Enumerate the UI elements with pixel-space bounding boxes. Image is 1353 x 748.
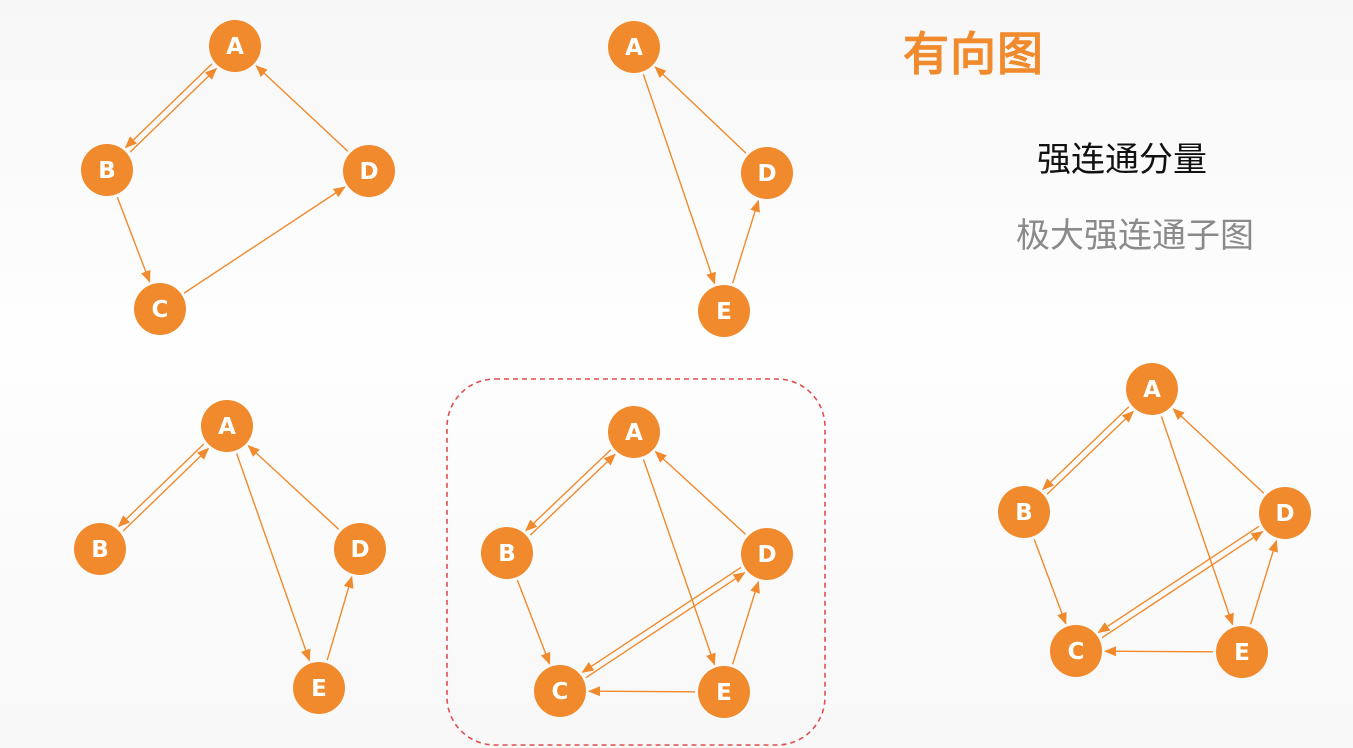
graph-4-edge-A-to-E bbox=[642, 459, 716, 666]
graph-4-node-E-label: E bbox=[716, 680, 732, 706]
graph-5-edge-E-to-D bbox=[1249, 539, 1278, 625]
graph-3-edge-E-to-D bbox=[326, 575, 354, 661]
graph-4-edge-B-to-C bbox=[516, 579, 551, 665]
graph-1-node-A-circle bbox=[209, 20, 261, 72]
graph-4-node-B: B bbox=[481, 527, 533, 579]
graph-4-node-D-label: D bbox=[757, 542, 776, 568]
graph-3-node-E-label: E bbox=[311, 676, 327, 702]
graph-4-node-D: D bbox=[741, 528, 793, 580]
graph-3-node-D-circle bbox=[334, 523, 386, 575]
graph-2-node-D: D bbox=[741, 147, 793, 199]
graph-1-node-A: A bbox=[209, 20, 261, 72]
graph-5-node-E-label: E bbox=[1234, 640, 1250, 666]
graph-4-node-A-circle bbox=[608, 406, 660, 458]
graph-5-node-B-circle bbox=[998, 486, 1050, 538]
graph-2-edge-D-to-A bbox=[654, 66, 747, 154]
graph-4-edge-A-to-B bbox=[525, 449, 612, 532]
graph-3-node-E-circle bbox=[293, 662, 345, 714]
graph-2-node-E: E bbox=[698, 285, 750, 337]
graph-3-node-E: E bbox=[293, 662, 345, 714]
graph-4-node-D-circle bbox=[741, 528, 793, 580]
graph-5-edge-A-to-B bbox=[1041, 406, 1130, 491]
graph-1-node-D-circle bbox=[343, 145, 395, 197]
graph-5-node-C-circle bbox=[1050, 625, 1102, 677]
graph-1-node-C-circle bbox=[134, 283, 186, 335]
graph-4-edge-E-to-D bbox=[731, 580, 760, 665]
graph-2-edge-E-to-D bbox=[731, 199, 760, 284]
graph-1-edge-C-to-D bbox=[183, 186, 346, 294]
graph-4-node-E-circle bbox=[698, 666, 750, 718]
graph-2-node-D-label: D bbox=[757, 161, 776, 187]
graph-5-node-D-circle bbox=[1259, 487, 1311, 539]
graph-2-node-E-label: E bbox=[716, 299, 732, 325]
graph-2-node-A-label: A bbox=[625, 35, 643, 61]
graph-3-node-B-label: B bbox=[91, 537, 109, 563]
graph-2-node-D-circle bbox=[741, 147, 793, 199]
graph-1-node-D: D bbox=[343, 145, 395, 197]
graph-3-edge-A-to-B bbox=[117, 443, 205, 528]
graph-3-node-A: A bbox=[201, 400, 253, 452]
graph-5-node-A: A bbox=[1126, 363, 1178, 415]
graph-5-node-C: C bbox=[1050, 625, 1102, 677]
graph-4-node-A: A bbox=[608, 406, 660, 458]
graph-2-node-A: A bbox=[608, 21, 660, 73]
title-strongly-connected-component: 强连通分量 bbox=[1037, 140, 1207, 180]
graph-4-node-A-label: A bbox=[625, 420, 643, 446]
graph-4-edge-D-to-A bbox=[654, 450, 747, 535]
graph-4-edge-C-to-D bbox=[585, 572, 746, 679]
graph-2-node-E-circle bbox=[698, 285, 750, 337]
graph-1-node-C-label: C bbox=[152, 297, 169, 323]
graph-5-edge-D-to-A bbox=[1172, 408, 1265, 494]
graph-3-edge-A-to-E bbox=[235, 453, 311, 662]
graph-5-edge-E-to-C bbox=[1104, 646, 1214, 657]
graph-5-node-C-label: C bbox=[1068, 639, 1085, 665]
graph-5-node-A-label: A bbox=[1143, 377, 1161, 403]
graph-3-node-D-label: D bbox=[350, 537, 369, 563]
graph-5-edge-B-to-A bbox=[1046, 410, 1135, 495]
graph-3-node-B: B bbox=[74, 523, 126, 575]
graph-4-node-C-circle bbox=[534, 665, 586, 717]
graph-3-node-B-circle bbox=[74, 523, 126, 575]
graph-1-node-B-circle bbox=[81, 144, 133, 196]
graph-5-node-D: D bbox=[1259, 487, 1311, 539]
graph-3-edge-D-to-A bbox=[247, 445, 340, 530]
graph-3-node-A-circle bbox=[201, 400, 253, 452]
graph-4-edge-B-to-A bbox=[529, 453, 616, 536]
graph-1-edge-A-to-B bbox=[124, 63, 213, 149]
graph-4-node-C: C bbox=[534, 665, 586, 717]
graph-1-node-A-label: A bbox=[226, 34, 244, 60]
graph-1-node-D-label: D bbox=[359, 159, 378, 185]
graph-5-node-A-circle bbox=[1126, 363, 1178, 415]
graph-4-node-B-circle bbox=[481, 527, 533, 579]
graph-1-edge-B-to-C bbox=[116, 196, 151, 283]
graph-5-node-E: E bbox=[1216, 626, 1268, 678]
graph-1-node-B-label: B bbox=[98, 158, 116, 184]
graph-5-node-B-label: B bbox=[1015, 500, 1033, 526]
graph-3-node-D: D bbox=[334, 523, 386, 575]
graph-5-node-E-circle bbox=[1216, 626, 1268, 678]
graph-4-node-C-label: C bbox=[552, 679, 569, 705]
graph-5-edge-C-to-D bbox=[1101, 531, 1264, 639]
graph-2-edge-A-to-E bbox=[642, 74, 716, 285]
graph-5-edge-A-to-E bbox=[1160, 416, 1234, 626]
graph-1-node-C: C bbox=[134, 283, 186, 335]
graph-5-edge-B-to-C bbox=[1033, 538, 1067, 625]
graph-4-edge-E-to-C bbox=[588, 686, 696, 697]
graph-5-node-B: B bbox=[998, 486, 1050, 538]
graph-2-node-A-circle bbox=[608, 21, 660, 73]
graph-4-node-B-label: B bbox=[498, 541, 516, 567]
title-directed-graph: 有向图 bbox=[903, 27, 1044, 81]
graph-1-node-B: B bbox=[81, 144, 133, 196]
graph-1-edge-B-to-A bbox=[129, 67, 218, 153]
graph-3-edge-B-to-A bbox=[122, 447, 210, 532]
graph-3-node-A-label: A bbox=[218, 414, 236, 440]
title-maximal-strong-subgraph: 极大强连通子图 bbox=[1016, 216, 1254, 256]
graph-1-edge-D-to-A bbox=[255, 65, 349, 152]
graph-4-node-E: E bbox=[698, 666, 750, 718]
graph-5-edge-D-to-C bbox=[1097, 525, 1260, 633]
graph-4-edge-D-to-C bbox=[581, 566, 742, 673]
graph-5-node-D-label: D bbox=[1275, 501, 1294, 527]
